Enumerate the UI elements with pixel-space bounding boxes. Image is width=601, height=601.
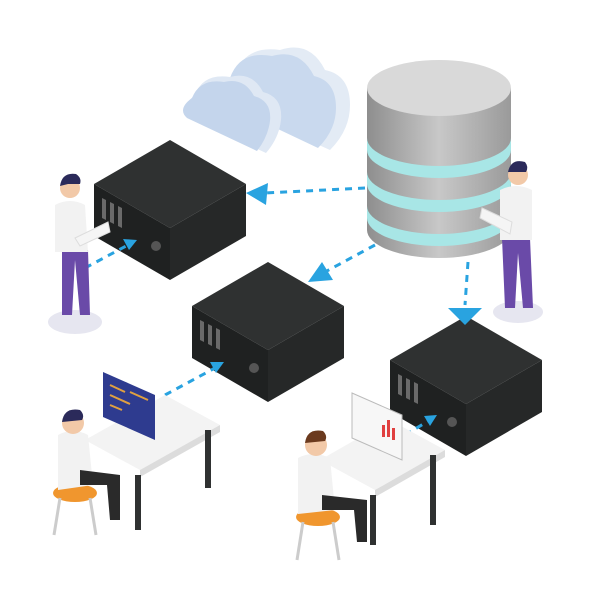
workstation-right [295, 392, 445, 561]
person-standing-right [479, 161, 543, 323]
arrow-db-to-server1 [264, 186, 366, 195]
monitor-icon [103, 372, 155, 440]
server-icon [390, 316, 542, 456]
arrow-desk1-to-server2 [164, 366, 216, 397]
cloud-icon [183, 47, 350, 153]
monitor-icon [351, 392, 403, 461]
arrowhead-icon [123, 239, 137, 250]
person-standing-left [48, 173, 111, 334]
arrow-db-to-server2 [324, 243, 376, 274]
server-icon [192, 262, 344, 402]
database-icon [367, 60, 511, 258]
arrowhead-icon [246, 183, 268, 205]
arrowhead-icon [424, 415, 437, 426]
arrow-user1-to-server1 [84, 243, 129, 270]
server-icon [94, 140, 246, 280]
workstation-left [52, 372, 220, 536]
arrowhead-icon [448, 308, 482, 325]
arrowhead-icon [210, 362, 224, 373]
arrowhead-icon [308, 262, 333, 282]
arrow-db-to-server3 [463, 261, 470, 306]
